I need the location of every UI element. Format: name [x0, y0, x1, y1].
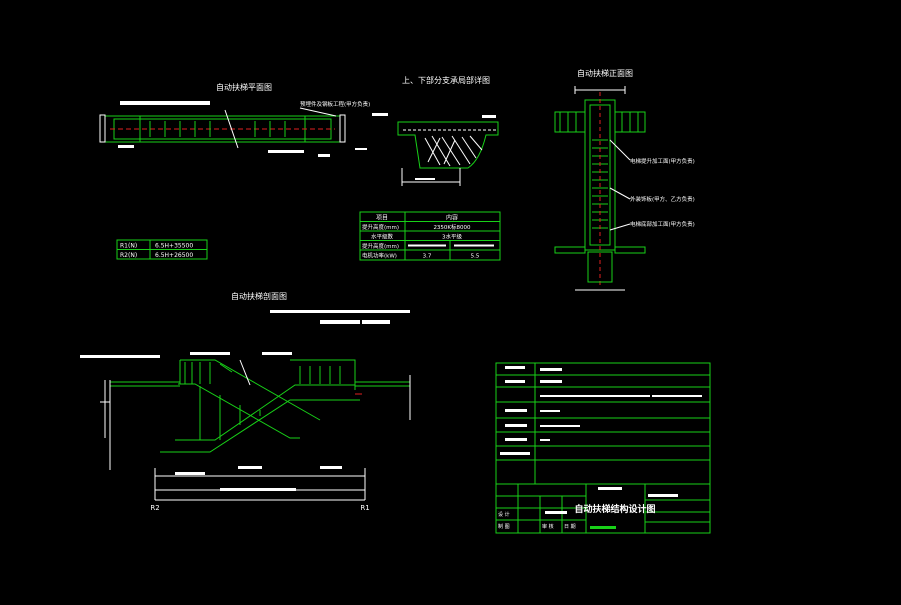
- detail-hatch: [424, 135, 483, 167]
- radius-table: R1(N) 6.5H+35500 R2(N) 6.5H+26500: [116, 239, 208, 260]
- section-view: 自动扶梯剖面图: [80, 291, 411, 512]
- title-block-label-review: 审 核: [542, 523, 554, 530]
- detail-title: 上、下部分支承局部详图: [402, 75, 490, 85]
- elevation-floor-hatch: [559, 112, 639, 132]
- section-title: 自动扶梯剖面图: [231, 291, 287, 301]
- plan-rail-ticks: [149, 121, 286, 137]
- title-block-label-draft: 制 图: [498, 523, 510, 530]
- radius-value-1: 6.5H+35500: [155, 243, 193, 250]
- spec-row-4-item: 电机功率(kW): [362, 252, 397, 260]
- elevation-note-mid: 外装饰板(甲方、乙方负责): [630, 195, 695, 203]
- elevation-note-bottom: 电梯底部加工面(甲方负责): [630, 220, 695, 228]
- spec-table: 项目 内容 提升高度(mm) 2350K标8000 水平级数 3水平级 提升高度…: [359, 211, 501, 261]
- title-block: 自动扶梯结构设计图 设 计 制 图 审 核 日 期: [495, 362, 711, 534]
- spec-row-2-a: 水平级数: [371, 233, 394, 241]
- section-label-r1: R1: [360, 504, 369, 512]
- elevation-view: 自动扶梯正面图 电梯提升加工面(甲方负责) 外装饰板(甲方、乙方负责): [554, 68, 695, 291]
- radius-name-2: R2(N): [120, 252, 137, 259]
- title-block-label-date: 日 期: [564, 524, 576, 530]
- radius-value-2: 6.5H+26500: [155, 252, 193, 259]
- spec-row-4-a: 3.7: [423, 254, 432, 260]
- spec-header-content: 内容: [446, 214, 458, 222]
- section-truss: [184, 362, 341, 440]
- spec-header-item: 项目: [376, 215, 388, 222]
- elevation-title: 自动扶梯正面图: [577, 68, 633, 78]
- plan-title: 自动扶梯平面图: [216, 82, 272, 92]
- spec-row-1-a: 2350K标8000: [433, 223, 471, 231]
- radius-name-1: R1(N): [120, 243, 137, 250]
- spec-row-4-b: 5.5: [471, 254, 480, 260]
- plan-view: 自动扶梯平面图 预埋件及钢板工程(甲方负责): [99, 82, 370, 157]
- title-block-project-name: 自动扶梯结构设计图: [574, 503, 655, 515]
- detail-view: 上、下部分支承局部详图: [355, 75, 499, 186]
- elevation-note-top: 电梯提升加工面(甲方负责): [630, 157, 695, 165]
- spec-row-3-item: 提升高度(mm): [362, 242, 399, 250]
- spec-row-1-item: 提升高度(mm): [362, 223, 399, 231]
- spec-row-2-b: 3水平级: [442, 233, 462, 241]
- plan-note: 预埋件及钢板工程(甲方负责): [300, 100, 370, 108]
- title-block-label-design: 设 计: [498, 511, 510, 518]
- section-label-r2: R2: [150, 504, 159, 512]
